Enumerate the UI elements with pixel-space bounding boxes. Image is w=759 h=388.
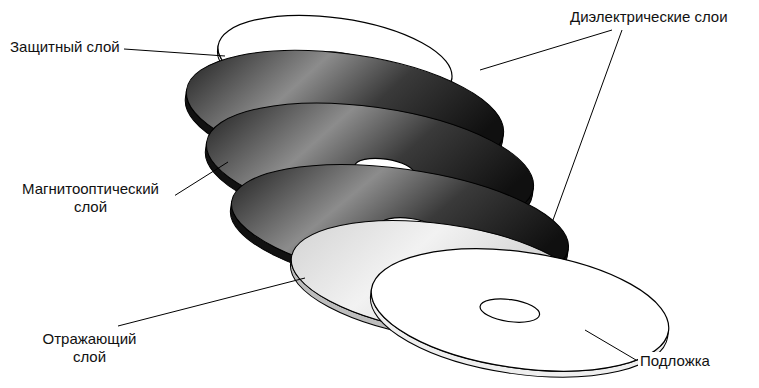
substrate-disc — [363, 232, 677, 388]
part-label: Подложка — [638, 352, 712, 370]
part-label: Защитный слой — [8, 38, 122, 56]
leader-lines — [118, 30, 636, 360]
part-label: Диэлектрические слои — [568, 8, 730, 26]
part-label: Отражающий слой — [30, 330, 149, 366]
part-label: Магнитооптический слой — [6, 180, 175, 216]
